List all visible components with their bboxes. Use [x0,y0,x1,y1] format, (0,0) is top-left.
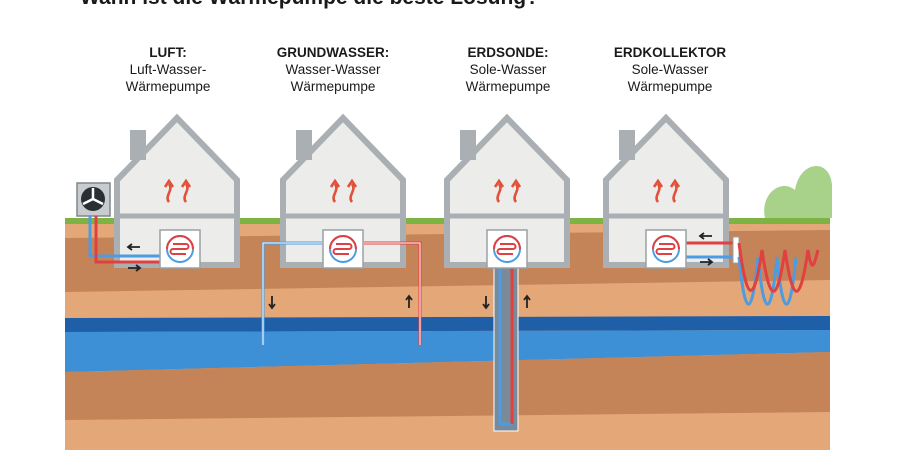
pipe-luft-hot [94,216,163,264]
ground-collector-coil [737,242,820,306]
label-erdkollektor-heading: ERDKOLLEKTOR [613,45,727,60]
label-erdkollektor-line2: Wärmepumpe [627,79,713,94]
borehole [493,267,519,432]
heat-pump-grundwasser [322,229,364,269]
heat-pump-luft [159,229,201,269]
groundwater-top [65,316,830,332]
flow-arrow [700,258,714,266]
groundwater [65,330,830,372]
pipe-luft-cold [88,216,163,258]
label-erdsonde: ERDSONDE: Sole-Wasser Wärmepumpe [423,44,593,95]
flow-arrow [523,294,531,308]
flow-arrow [698,232,712,240]
flow-arrow [482,296,490,310]
label-erdsonde-line2: Wärmepumpe [465,79,551,94]
flow-arrow [268,296,276,310]
flow-arrow [126,243,140,251]
flow-arrow [128,264,142,272]
soil-band-bottom [65,352,830,420]
fan-icon [76,182,111,217]
label-erdkollektor-line1: Sole-Wasser [631,62,709,77]
label-luft-heading: LUFT: [149,45,187,60]
label-luft: LUFT: Luft-Wasser- Wärmepumpe [83,44,253,95]
bush [764,166,832,218]
label-grundwasser-heading: GRUNDWASSER: [276,45,390,60]
label-erdsonde-line1: Sole-Wasser [469,62,547,77]
heat-pump-erdkollektor [645,229,687,269]
label-grundwasser-line1: Wasser-Wasser [285,62,381,77]
label-grundwasser-line2: Wärmepumpe [290,79,376,94]
flow-arrow [405,294,413,308]
label-grundwasser: GRUNDWASSER: Wasser-Wasser Wärmepumpe [248,44,418,95]
heat-pump-erdsonde [486,229,528,269]
label-erdkollektor: ERDKOLLEKTOR Sole-Wasser Wärmepumpe [585,44,755,95]
label-erdsonde-heading: ERDSONDE: [467,45,549,60]
diagram-title: Wann ist die Wärmepumpe die beste Lösung… [80,0,539,10]
label-luft-line2: Wärmepumpe [125,79,211,94]
label-luft-line1: Luft-Wasser- [129,62,207,77]
